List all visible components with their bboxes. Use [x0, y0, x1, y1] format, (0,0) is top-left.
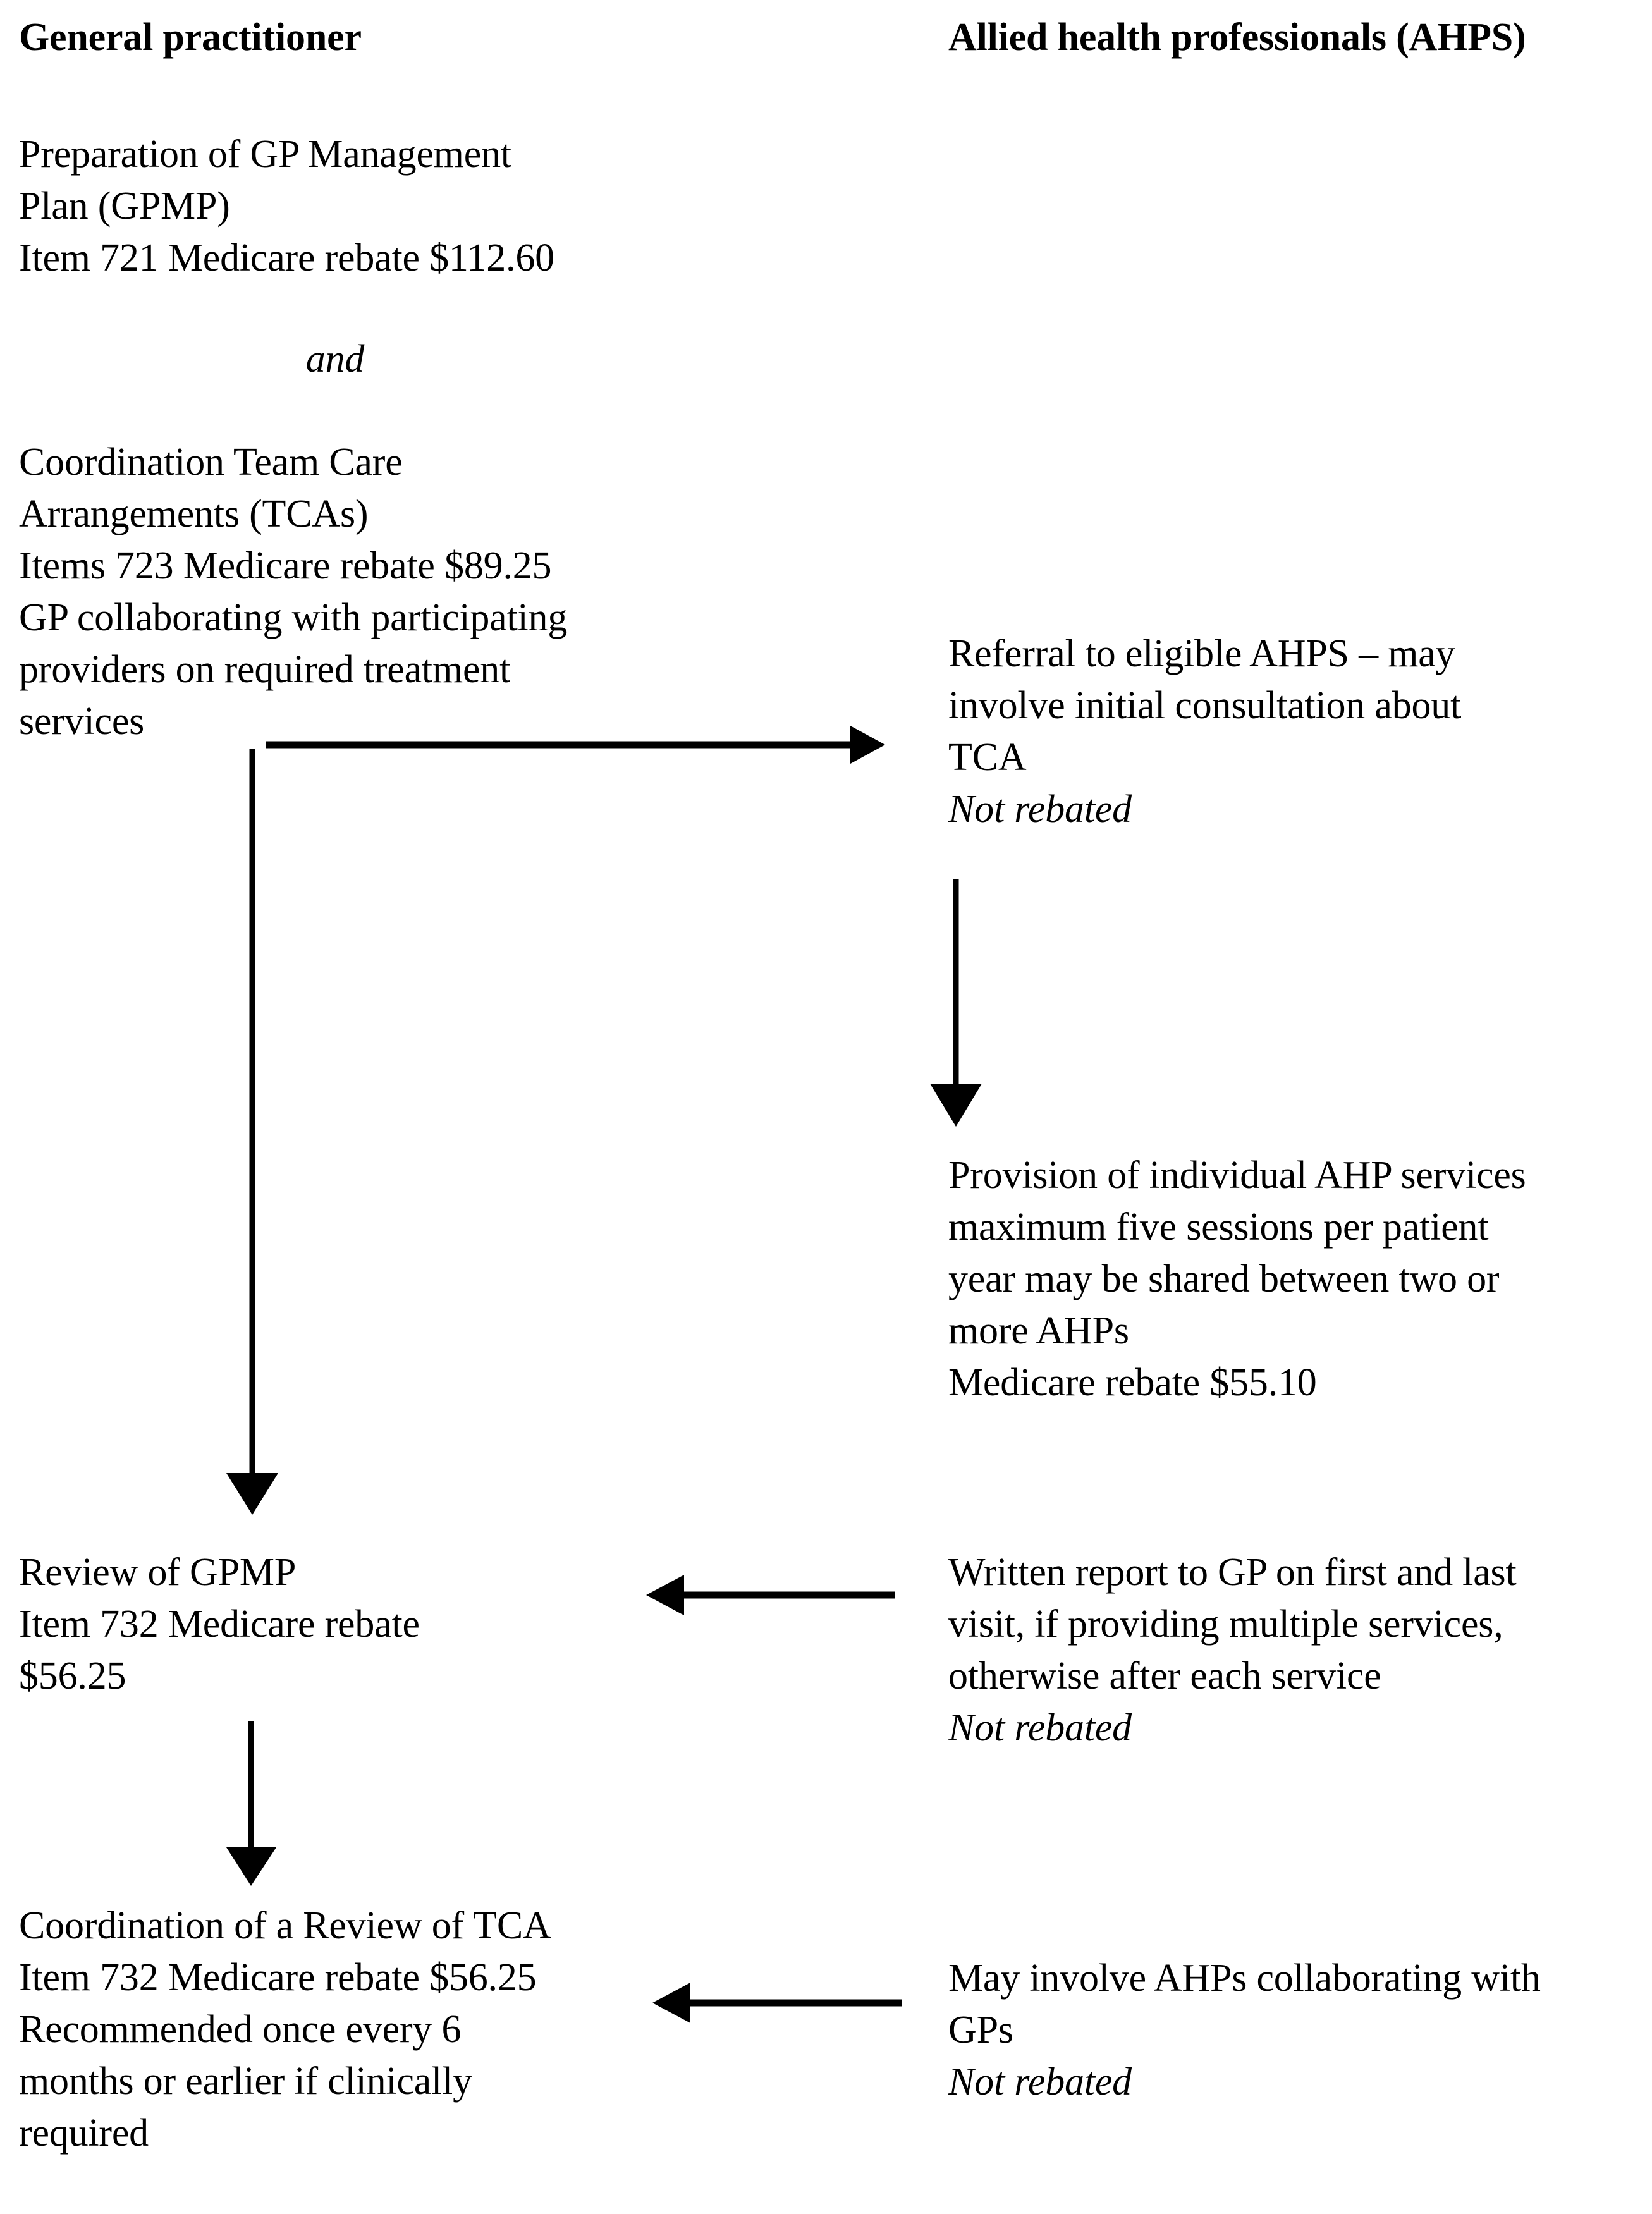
- column-header-allied-health-professionals: Allied health professionals (AHPS): [948, 16, 1526, 59]
- review-of-gpmp-block: Review of GPMP Item 732 Medicare rebate …: [19, 1551, 420, 1697]
- referral-to-provision-arrow: [930, 879, 982, 1127]
- ahp-gp-collaboration-block: May involve AHPs collaborating with GPs: [948, 1957, 1541, 2052]
- referral-not-rebated-label: Not rebated: [948, 788, 1132, 831]
- written-report-to-gp-block: Written report to GP on first and last v…: [948, 1551, 1517, 1697]
- gpmp-preparation-block: Preparation of GP Management Plan (GPMP)…: [19, 133, 554, 279]
- gp-tca-to-review-gpmp-arrow: [226, 749, 278, 1515]
- written-report-not-rebated-label: Not rebated: [948, 1706, 1132, 1749]
- collaboration-not-rebated-label: Not rebated: [948, 2060, 1132, 2103]
- provision-of-ahp-services-block: Provision of individual AHP services max…: [948, 1154, 1526, 1404]
- review-gpmp-to-review-tca-arrow: [226, 1721, 276, 1886]
- referral-to-ahps-block: Referral to eligible AHPS – may involve …: [948, 632, 1462, 779]
- written-report-to-gp-arrow: [646, 1575, 895, 1615]
- column-header-general-practitioner: General practitioner: [19, 16, 362, 59]
- and-connector-label: and: [305, 338, 365, 381]
- review-of-tca-coordination-block: Coordination of a Review of TCA Item 732…: [19, 1904, 551, 2155]
- tca-coordination-block: Coordination Team Care Arrangements (TCA…: [19, 441, 568, 743]
